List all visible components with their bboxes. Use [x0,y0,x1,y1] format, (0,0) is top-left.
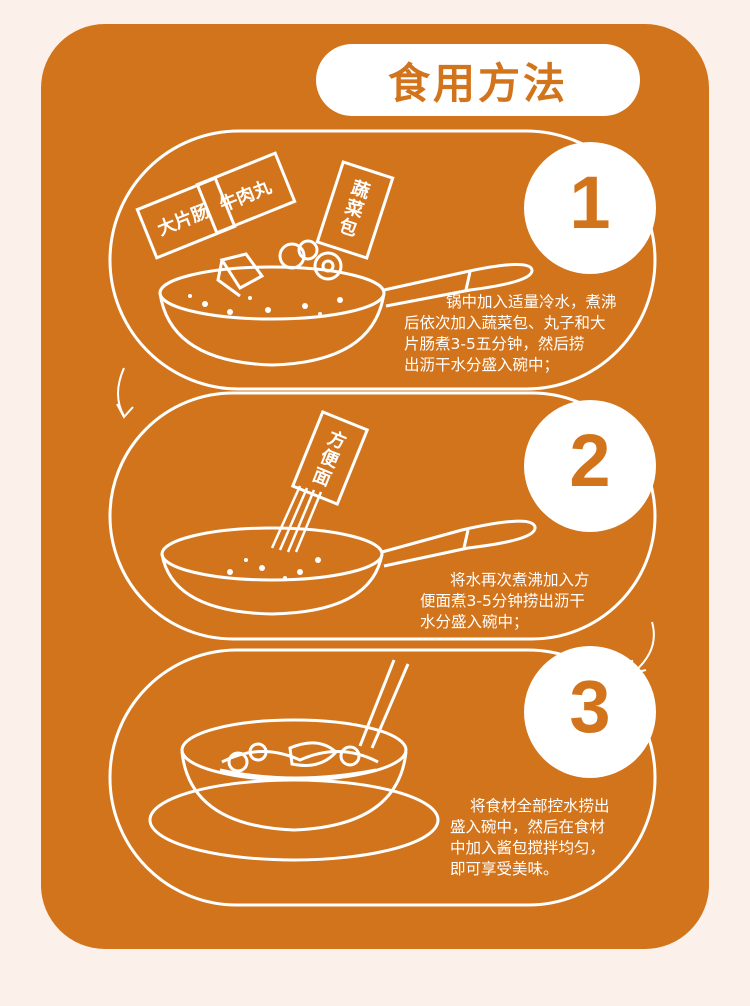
tag-card-sausage [135,176,237,260]
step1-line: 锅中加入适量冷水，煮沸 [446,293,617,311]
tag-card-vegetable [315,160,395,260]
page-title: 食用方法 [387,58,568,108]
food-bits [227,557,321,580]
step2-outline [108,391,657,641]
step1-circle [524,142,656,274]
step1-outline [108,129,657,391]
tag-card-noodle [290,409,370,507]
step3-outline [108,648,657,907]
step2-instruction: 将水再次煮沸加入方 便面煮3-5分钟捞出沥干 水分盛入碗中； [420,570,590,633]
step2-number: 2 [569,419,611,502]
step3-line: 即可享受美味。 [450,860,559,878]
sausage-piece [216,252,265,298]
arrow-icon [631,621,655,675]
pan-icon [158,262,534,367]
chopsticks-icon [358,659,410,749]
pan-icon [160,519,537,616]
title-pill: 食用方法 [316,44,640,116]
bowl-icon [148,718,440,862]
step3-circle [524,646,656,778]
step1-line: 后依次加入蔬菜包、丸子和大 [404,314,606,332]
step1-line: 片肠煮3-5五分钟，然后捞 [404,335,585,353]
tag-card-meatball [195,151,297,235]
step3-line: 盛入碗中，然后在食材 [450,818,606,836]
step3-line: 中加入酱包搅拌均匀， [450,839,606,857]
noodle-strands [270,485,323,553]
step3-line: 将食材全部控水捞出 [470,797,610,815]
step3-number: 3 [569,665,611,748]
step2-line: 便面煮3-5分钟捞出沥干 [420,592,585,610]
arrow-icon [116,367,134,419]
step1-number: 1 [569,161,611,244]
step3-instruction: 将食材全部控水捞出 盛入碗中，然后在食材 中加入酱包搅拌均匀， 即可享受美味。 [450,796,610,880]
vegetable-ball [313,251,343,281]
meatball [278,242,306,270]
step2-line: 将水再次煮沸加入方 [450,571,590,589]
step1-line: 出沥干水分盛入碗中； [404,356,560,374]
food-bits [188,294,343,316]
step2-line: 水分盛入碗中； [420,613,529,631]
step2-circle [524,400,656,532]
step1-instruction: 锅中加入适量冷水，煮沸 后依次加入蔬菜包、丸子和大 片肠煮3-5五分钟，然后捞 … [404,292,617,376]
